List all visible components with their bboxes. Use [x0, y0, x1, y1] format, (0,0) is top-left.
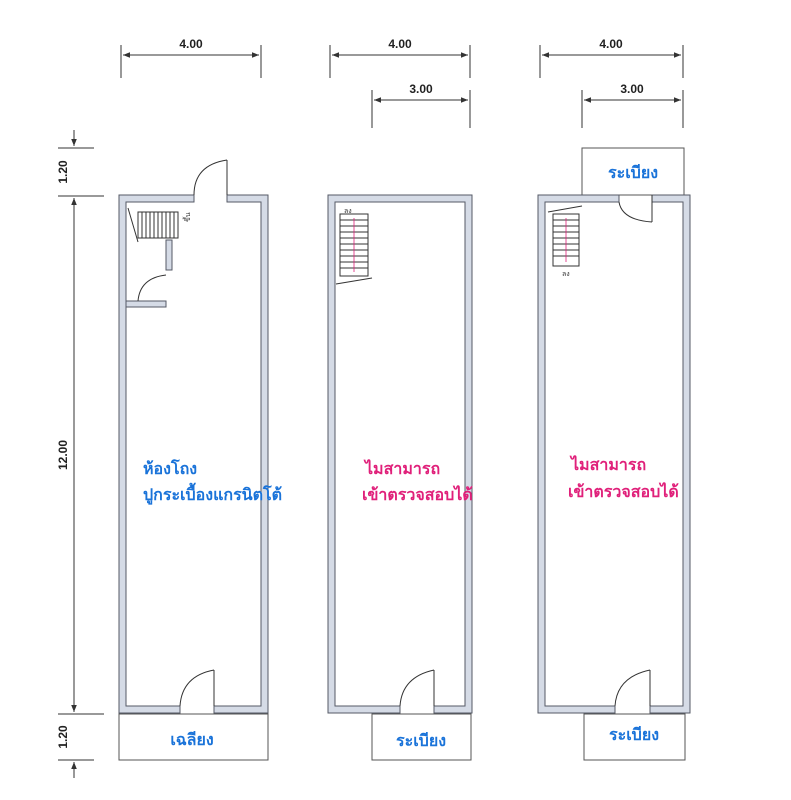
room-label-3-line1: ไมสามารถ: [569, 455, 646, 474]
stair-mark-2: ลง: [344, 208, 352, 215]
porch-label-1: เฉลียง: [170, 730, 213, 749]
stairs-3: ลง: [547, 205, 583, 278]
plan-third-floor: ระเบียง ลง ระเบียง ไมสามารถ เข้าตรวจสอบไ…: [537, 147, 691, 761]
width-label-2: 4.00: [388, 37, 412, 51]
balcony-bottom-label-3: ระเบียง: [609, 725, 659, 744]
plan-second-floor: ลง ระเบียง ไมสามารถ เข้าตรวจสอบได้: [327, 194, 473, 761]
depth-main-label: 12.00: [56, 440, 70, 470]
stair-mark-3: ลง: [562, 271, 570, 278]
room-label-2-line2: เข้าตรวจสอบได้: [362, 485, 473, 504]
partial-width-label-2: 3.00: [409, 82, 433, 96]
dimension-depth: 1.20 12.00 1.20: [56, 130, 104, 778]
width-label-3: 4.00: [599, 37, 623, 51]
stair-mark-1: ขึ้น: [181, 212, 192, 222]
dimension-width-3: 4.00 3.00: [539, 37, 684, 128]
stairs-2: ลง: [335, 208, 373, 285]
depth-bottom-label: 1.20: [56, 725, 70, 749]
room-label-3-line2: เข้าตรวจสอบได้: [568, 482, 679, 501]
plan-ground-floor: ขึ้น เฉลียง ห้องโถง ปูกระเบื้องแกรนิตโต้: [118, 159, 282, 761]
width-label-1: 4.00: [179, 37, 203, 51]
depth-top-label: 1.20: [56, 160, 70, 184]
dimension-width-1: 4.00: [120, 37, 262, 78]
room-label-2-line1: ไมสามารถ: [363, 459, 440, 478]
balcony-label-2: ระเบียง: [396, 731, 446, 750]
stairs-1: ขึ้น: [127, 207, 192, 243]
balcony-top-label-3: ระเบียง: [608, 163, 658, 182]
dimension-width-2: 4.00 3.00: [329, 37, 471, 128]
room-label-1-line1: ห้องโถง: [143, 458, 197, 478]
partial-width-label-3: 3.00: [620, 82, 644, 96]
